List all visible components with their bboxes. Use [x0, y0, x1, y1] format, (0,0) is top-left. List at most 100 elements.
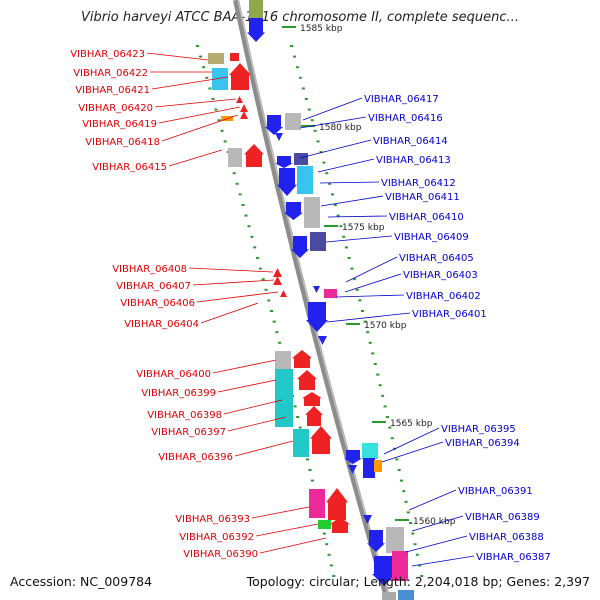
gene-arrow-reverse: [363, 515, 372, 524]
gene-label-left: VIBHAR_06400: [136, 369, 211, 380]
gene-arrow-reverse: [306, 302, 328, 332]
gene-label-left: VIBHAR_06393: [175, 514, 250, 525]
right-track-tick: [406, 511, 410, 514]
genome-summary-text: Topology: circular; Length: 2,204,018 bp…: [246, 574, 590, 589]
leader-line: [234, 440, 294, 457]
right-track-tick: [411, 532, 415, 535]
leader-line: [161, 114, 239, 142]
right-track-tick: [378, 384, 382, 387]
gene-arrow-forward: [244, 144, 264, 167]
right-track-tick: [366, 331, 370, 334]
right-track-tick: [409, 522, 413, 524]
gene-block: [398, 590, 414, 600]
gene-label-right: VIBHAR_06403: [403, 270, 478, 281]
right-track-tick: [310, 119, 314, 122]
gene-label-right: VIBHAR_06414: [373, 136, 448, 147]
gene-label-left: VIBHAR_06398: [147, 410, 222, 421]
scale-label: 1580 kbp: [319, 123, 362, 133]
right-track-tick: [402, 490, 406, 493]
gene-label-left: VIBHAR_06421: [75, 85, 150, 96]
gene-arrow-reverse: [275, 156, 293, 168]
gene-arrow-forward: [326, 488, 348, 520]
gene-block: [362, 443, 378, 459]
gene-block: [382, 592, 396, 600]
left-track-tick: [250, 235, 254, 238]
gene-arrow-forward: [273, 268, 282, 277]
gene-block: [275, 369, 293, 427]
left-track-tick: [241, 204, 245, 206]
right-track-tick: [399, 479, 403, 482]
gene-arrow-forward: [236, 96, 243, 103]
left-track-tick: [296, 416, 300, 418]
gene-label-left: VIBHAR_06423: [70, 49, 145, 60]
gene-arrow-reverse: [313, 286, 320, 293]
left-track-tick: [196, 45, 199, 47]
gene-block: [285, 113, 301, 130]
right-track-tick: [339, 225, 343, 228]
left-track-tick: [211, 98, 215, 100]
leader-line: [168, 149, 223, 167]
scale-label: 1560 kbp: [413, 517, 456, 527]
gene-block: [324, 289, 337, 298]
left-track-tick: [310, 479, 314, 482]
leader-line: [259, 537, 327, 554]
right-track-tick: [301, 87, 305, 90]
left-track-tick: [278, 341, 282, 344]
gene-label-right: VIBHAR_06402: [406, 291, 481, 302]
right-track-tick: [290, 45, 293, 47]
gene-label-right: VIBHAR_06387: [476, 552, 551, 563]
right-track-tick: [368, 341, 372, 344]
gene-arrow-forward: [302, 392, 322, 406]
right-track-tick: [336, 214, 340, 217]
right-track-tick: [319, 151, 323, 153]
gene-label-left: VIBHAR_06415: [92, 162, 167, 173]
left-track-tick: [308, 469, 312, 471]
right-track-tick: [390, 437, 394, 440]
left-track-tick: [261, 278, 265, 281]
leader-line: [345, 256, 398, 283]
leader-line: [223, 399, 283, 415]
leader-line: [302, 97, 363, 121]
gene-block: [249, 0, 263, 18]
left-track-tick: [269, 310, 273, 312]
left-track-tick: [258, 267, 262, 270]
gene-block: [208, 53, 224, 64]
gene-label-right: VIBHAR_06401: [412, 309, 487, 320]
scale-label: 1585 kbp: [300, 24, 343, 34]
left-track-tick: [264, 288, 268, 291]
leader-line: [411, 555, 475, 567]
gene-block: [212, 68, 228, 90]
left-track-tick: [220, 129, 224, 132]
gene-label-right: VIBHAR_06410: [389, 212, 464, 223]
right-track-tick: [413, 543, 417, 546]
leader-line: [146, 52, 209, 61]
leader-line: [200, 302, 259, 324]
leader-line: [317, 158, 375, 173]
left-track-tick: [332, 575, 336, 577]
left-track-tick: [199, 55, 203, 58]
gene-block: [374, 460, 382, 472]
left-track-tick: [329, 564, 333, 567]
gene-arrow-reverse: [265, 115, 283, 135]
right-track-tick: [313, 129, 317, 132]
gene-label-right: VIBHAR_06411: [385, 192, 460, 203]
gene-label-right: VIBHAR_06409: [394, 232, 469, 243]
scale-label: 1575 kbp: [342, 223, 385, 233]
gene-block: [386, 527, 404, 553]
left-track-tick: [202, 66, 206, 69]
right-track-tick: [376, 373, 380, 376]
right-track-tick: [350, 267, 354, 270]
leader-line: [326, 312, 411, 323]
gene-arrow-forward: [240, 104, 248, 112]
gene-label-right: VIBHAR_06412: [381, 178, 456, 189]
right-track-tick: [328, 182, 332, 185]
left-track-tick: [298, 426, 302, 429]
leader-line: [383, 427, 440, 455]
gene-label-left: VIBHAR_06420: [78, 103, 153, 114]
gene-arrow-reverse: [344, 450, 362, 464]
right-track-tick: [373, 363, 377, 365]
gene-arrow-forward: [310, 426, 332, 454]
right-track-tick: [363, 320, 367, 323]
left-track-tick: [275, 331, 279, 334]
